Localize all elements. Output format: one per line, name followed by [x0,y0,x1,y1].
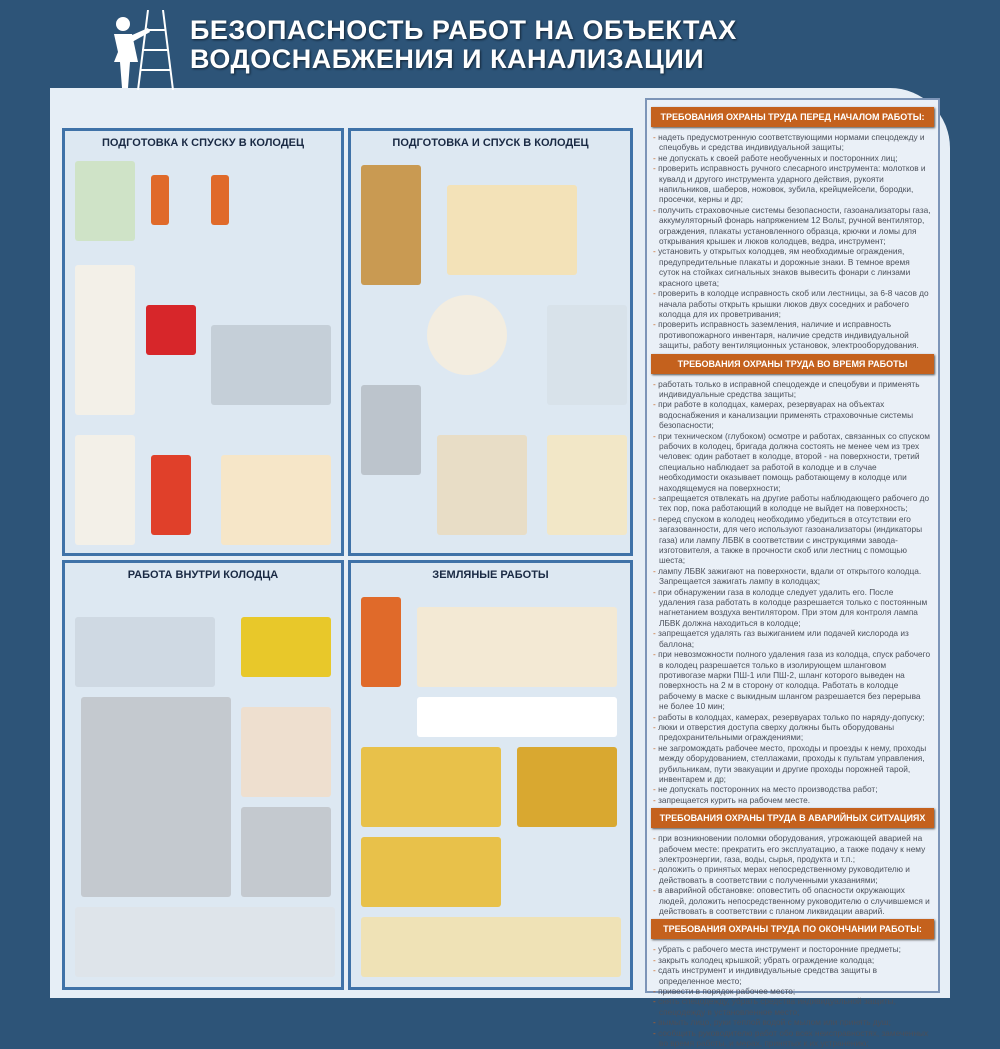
section-header: ТРЕБОВАНИЯ ОХРАНЫ ТРУДА В АВАРИЙНЫХ СИТУ… [651,808,934,829]
section-header: ТРЕБОВАНИЯ ОХРАНЫ ТРУДА ПО ОКОНЧАНИИ РАБ… [651,919,934,940]
list-item: запрещается удалять газ выжиганием или п… [653,628,932,649]
list-item: привести в порядок рабочее место; [653,986,932,996]
list-item: вымыть лицо, руки теплой водой с мылом и… [653,1017,932,1027]
list-item: проверить в колодце исправность скоб или… [653,288,932,319]
list-item: работать только в исправной спецодежде и… [653,379,932,400]
list-item: при обнаружении газа в колодце следует у… [653,587,932,629]
section-header: ТРЕБОВАНИЯ ОХРАНЫ ТРУДА ПЕРЕД НАЧАЛОМ РА… [651,107,934,127]
panel-work-inside-well: РАБОТА ВНУТРИ КОЛОДЦА [62,560,344,990]
list-item: в аварийной обстановке: оповестить об оп… [653,885,932,916]
list-item: установить у открытых колодцев, ям необх… [653,246,932,288]
illustration [71,587,335,981]
list-item: надеть предусмотренную соответствующими … [653,132,932,153]
list-item: сдать инструмент и индивидуальные средст… [653,965,932,986]
list-item: при техническом (глубоком) осмотре и раб… [653,431,932,493]
list-item: не допускать посторонних на место произв… [653,784,932,794]
list-item: лампу ЛБВК зажигают на поверхности, вдал… [653,566,932,587]
illustration [357,155,627,547]
section-after-work: ТРЕБОВАНИЯ ОХРАНЫ ТРУДА ПО ОКОНЧАНИИ РАБ… [651,919,934,1049]
panel-title: ПОДГОТОВКА К СПУСКУ В КОЛОДЕЦ [101,137,305,149]
list-item: не допускать к своей работе необученных … [653,153,932,163]
list-item: при невозможности полного удаления газа … [653,649,932,711]
section-during-work: ТРЕБОВАНИЯ ОХРАНЫ ТРУДА ВО ВРЕМЯ РАБОТЫ … [651,353,934,806]
list-item: убрать с рабочего места инструмент и пос… [653,944,932,954]
section-emergency: ТРЕБОВАНИЯ ОХРАНЫ ТРУДА В АВАРИЙНЫХ СИТУ… [651,808,934,916]
list-item: не загромождать рабочее место, проходы и… [653,743,932,785]
page-title: БЕЗОПАСНОСТЬ РАБОТ НА ОБЪЕКТАХ ВОДОСНАБЖ… [190,15,737,74]
list-item: закрыть колодец крышкой; убрать огражден… [653,955,932,965]
list-item: запрещается отвлекать на другие работы н… [653,493,932,514]
list-item: люки и отверстия доступа сверху должны б… [653,722,932,743]
list-item: при возникновении поломки оборудования, … [653,833,932,864]
list-item: работы в колодцах, камерах, резервуарах … [653,712,932,722]
illustration [71,155,335,547]
panel-earthworks: ЗЕМЛЯНЫЕ РАБОТЫ [348,560,633,990]
list-item: перед спуском в колодец необходимо убеди… [653,514,932,566]
panel-title: ПОДГОТОВКА И СПУСК В КОЛОДЕЦ [392,137,589,149]
worker-on-pole-icon [114,10,174,90]
poster: БЕЗОПАСНОСТЬ РАБОТ НА ОБЪЕКТАХ ВОДОСНАБЖ… [50,8,950,1048]
list-item: получить страховочные системы безопаснос… [653,205,932,247]
list-item: при работе в колодцах, камерах, резервуа… [653,399,932,430]
panel-preparation-and-descent: ПОДГОТОВКА И СПУСК В КОЛОДЕЦ [348,128,633,556]
panel-preparation-descent: ПОДГОТОВКА К СПУСКУ В КОЛОДЕЦ [62,128,344,556]
list-item: сообщить руководителю работ обо всех неи… [653,1028,932,1049]
section-header: ТРЕБОВАНИЯ ОХРАНЫ ТРУДА ВО ВРЕМЯ РАБОТЫ [651,353,934,374]
list-item: проверить исправность ручного слесарного… [653,163,932,205]
section-before-work: ТРЕБОВАНИЯ ОХРАНЫ ТРУДА ПЕРЕД НАЧАЛОМ РА… [651,107,934,351]
list-item: проверить исправность заземления, наличи… [653,319,932,350]
panel-title: РАБОТА ВНУТРИ КОЛОДЦА [127,569,279,581]
illustration [357,587,624,981]
list-item: доложить о принятых мерах непосредственн… [653,864,932,885]
requirements-column: ТРЕБОВАНИЯ ОХРАНЫ ТРУДА ПЕРЕД НАЧАЛОМ РА… [645,98,940,1048]
panel-title: ЗЕМЛЯНЫЕ РАБОТЫ [432,569,549,581]
list-item: запрещается курить на рабочем месте. [653,795,932,805]
